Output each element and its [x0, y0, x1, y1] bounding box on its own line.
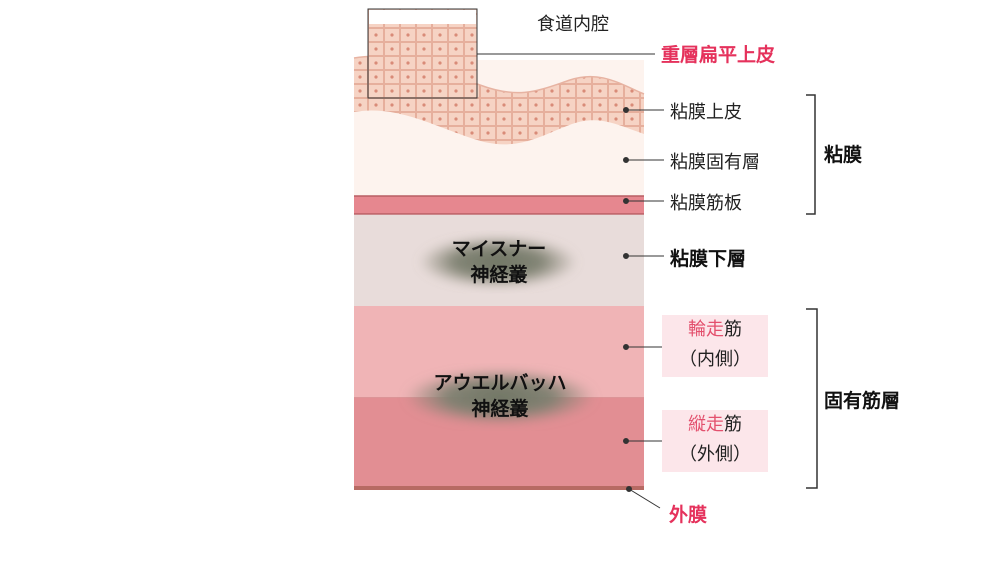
dot-adventitia	[626, 486, 632, 492]
adventitia-layer	[354, 486, 644, 490]
lumen-label: 食道内腔	[537, 14, 609, 35]
inner-muscle-highlight: 輪走	[688, 319, 724, 340]
inner-muscle-sub: （内側）	[679, 349, 751, 370]
muscularis-mucosae-label: 粘膜筋板	[670, 193, 742, 214]
mucosa-group-label: 粘膜	[824, 144, 863, 166]
inset-lumen-area	[369, 10, 476, 24]
dot-submucosa	[623, 253, 629, 259]
dot-epithelium	[623, 107, 629, 113]
dot-outer-muscle	[623, 438, 629, 444]
submucosa-label: 粘膜下層	[670, 248, 747, 270]
inner-muscle-label-box: 輪走筋 （内側）	[662, 315, 768, 377]
epithelium-type-label: 重層扁平上皮	[661, 44, 776, 66]
bracket-mucosa	[806, 94, 816, 215]
outer-muscle-label-box: 縦走筋 （外側）	[662, 410, 768, 472]
bracket-muscularis-propria	[806, 308, 818, 489]
leader-adventitia	[628, 488, 661, 509]
lamina-propria-label: 粘膜固有層	[670, 152, 760, 173]
dot-inner-muscle	[623, 344, 629, 350]
muscularis-mucosae-layer	[354, 196, 644, 214]
adventitia-label: 外膜	[669, 504, 708, 526]
inner-muscle-rest: 筋	[724, 319, 742, 340]
mucosal-epithelium-label: 粘膜上皮	[670, 102, 742, 123]
meissner-line2: 神経叢	[470, 264, 528, 286]
auerbach-line2: 神経叢	[471, 398, 529, 420]
auerbach-plexus-label: アウエルバッハ 神経叢	[405, 370, 595, 422]
muscularis-propria-group-label: 固有筋層	[824, 390, 901, 412]
meissner-plexus-label: マイスナー 神経叢	[414, 236, 584, 288]
outer-muscle-sub: （外側）	[679, 444, 751, 465]
meissner-plexus	[418, 236, 578, 288]
outer-muscle-rest: 筋	[724, 414, 742, 435]
outer-muscle-highlight: 縦走	[688, 414, 724, 435]
auerbach-plexus	[404, 369, 596, 425]
meissner-line1: マイスナー	[451, 238, 547, 260]
dot-muscularis-mucosae	[623, 198, 629, 204]
auerbach-line1: アウエルバッハ	[433, 372, 567, 394]
dot-lamina	[623, 157, 629, 163]
